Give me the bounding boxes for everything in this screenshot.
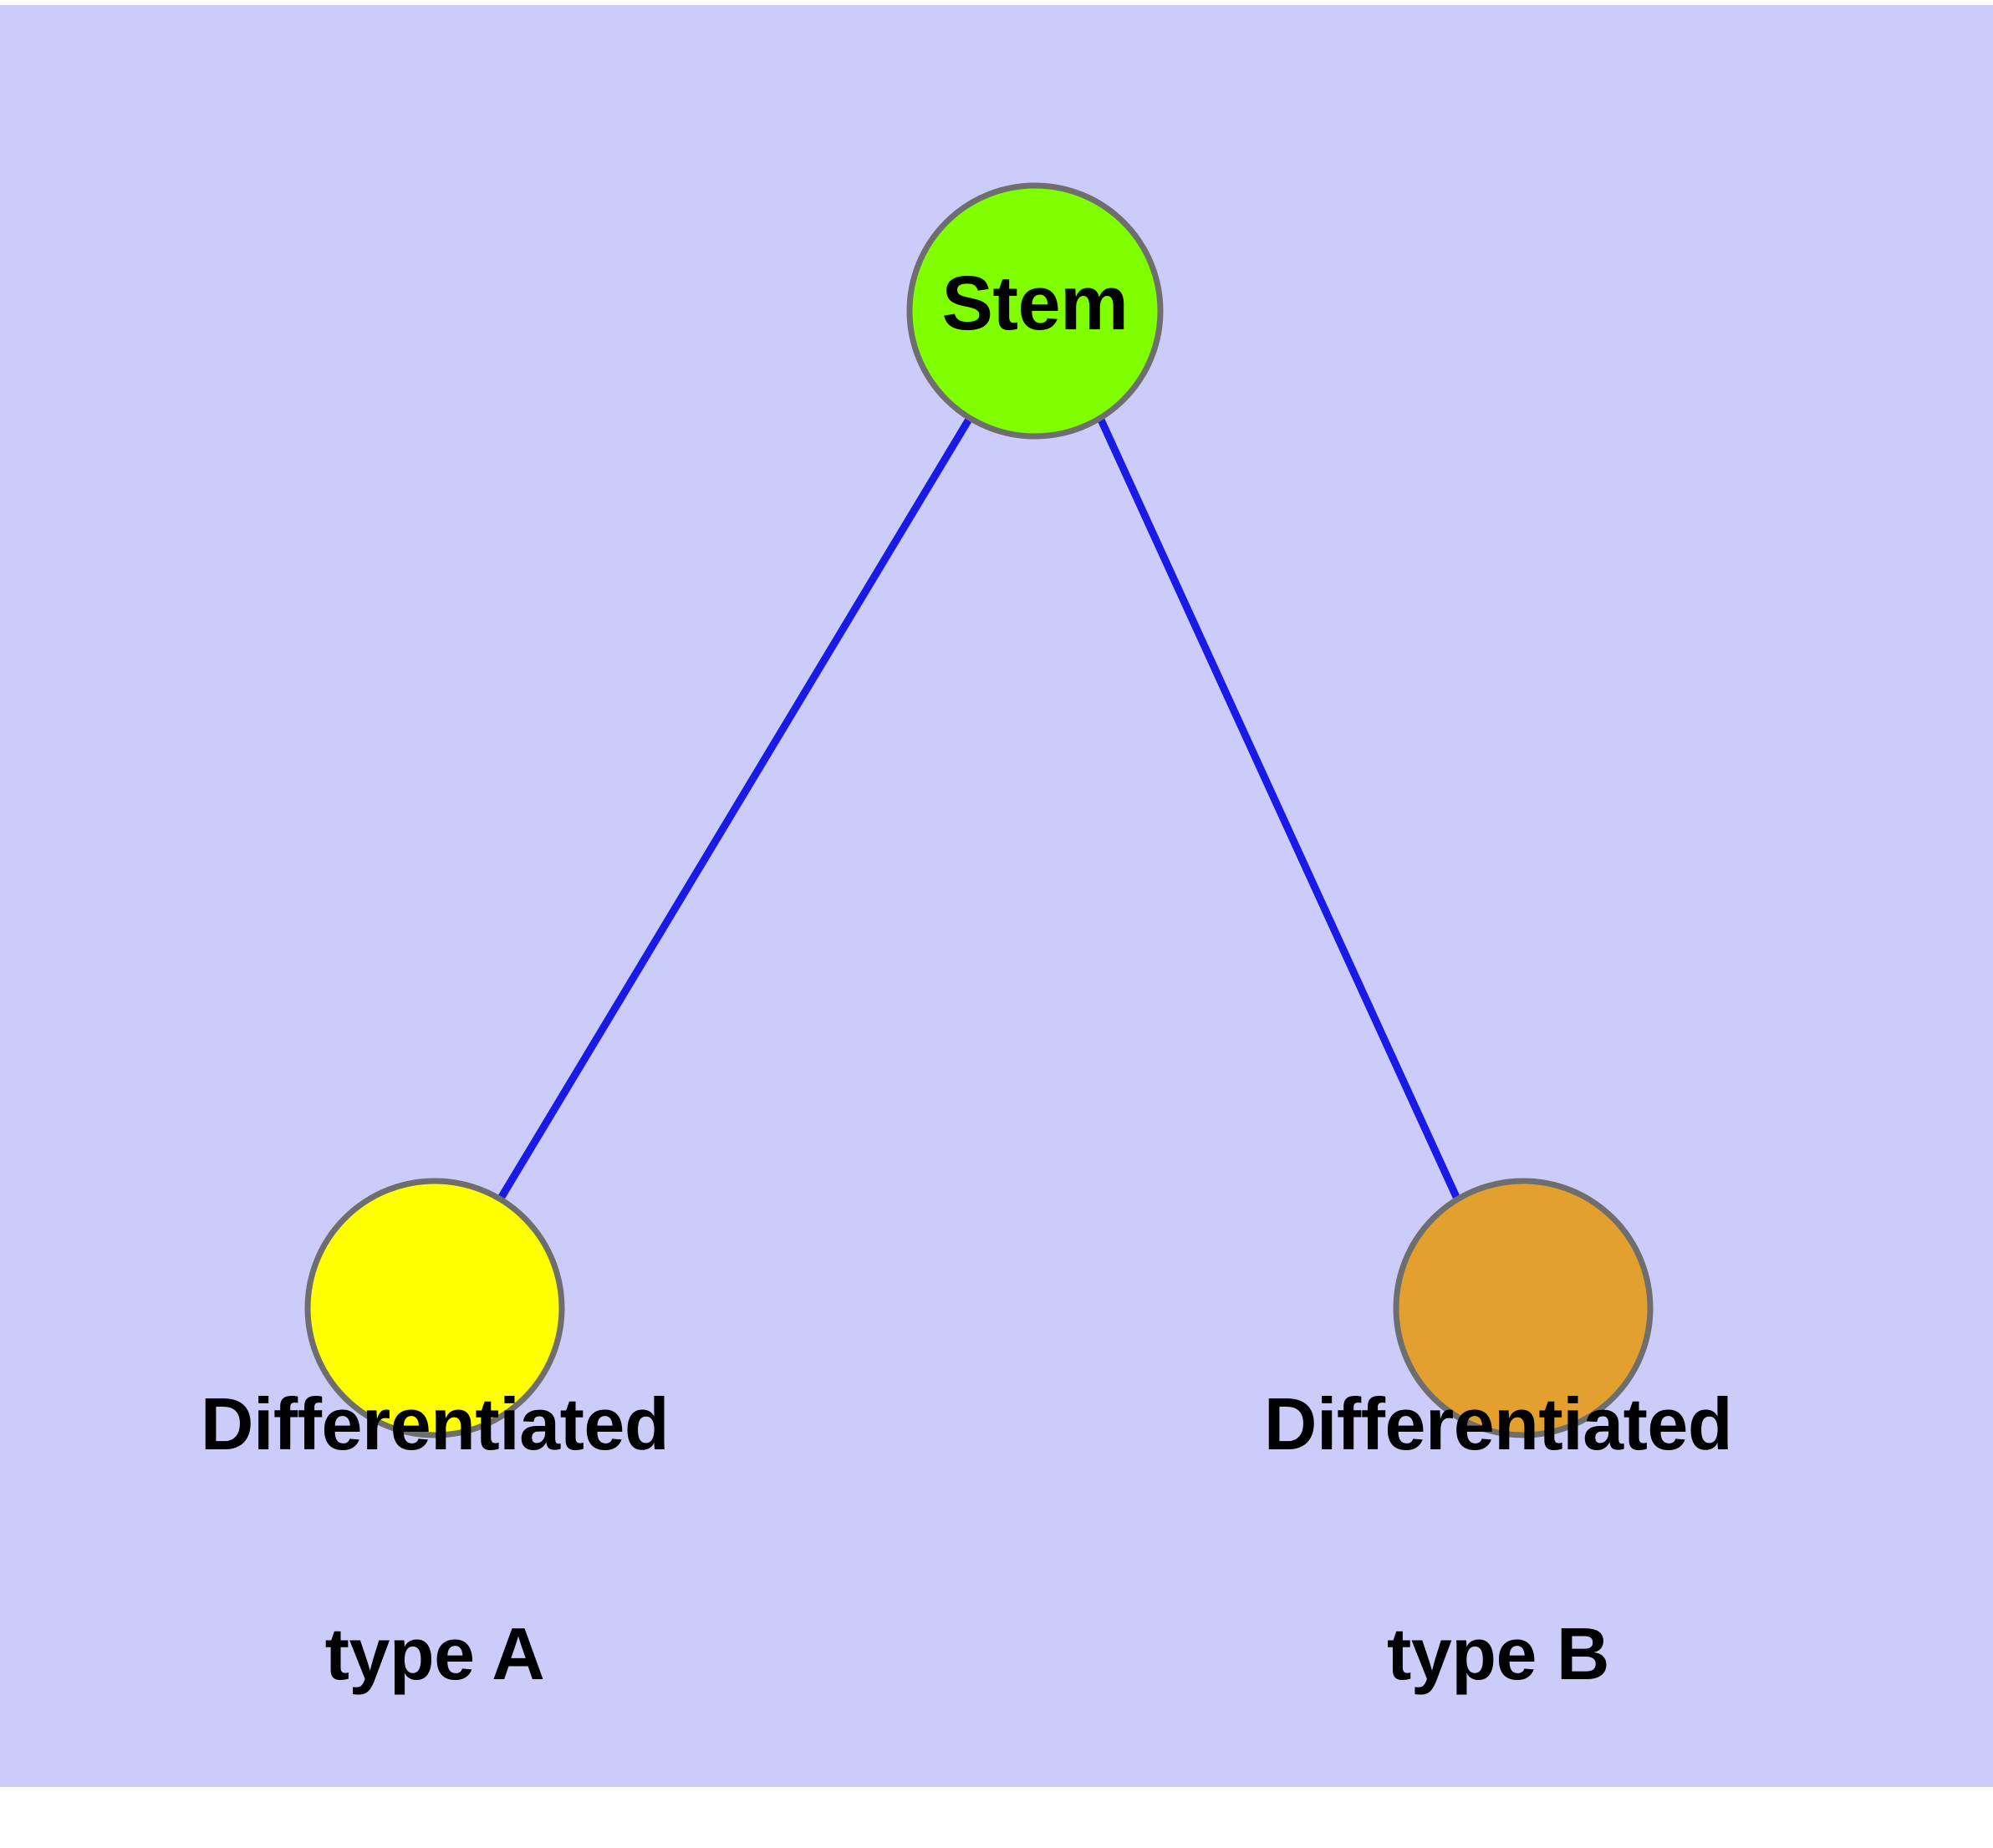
node-differentiated-type-b[interactable] [1393, 1178, 1654, 1438]
graph-svg [304, 182, 1654, 1438]
edge-stem-to-differentiated-type-b[interactable] [1096, 416, 1460, 1199]
node-differentiated-type-a[interactable] [304, 1178, 565, 1438]
node-stem[interactable] [906, 182, 1164, 440]
edge-stem-to-differentiated-type-a[interactable] [498, 415, 973, 1199]
edge-layer [498, 415, 1460, 1199]
node-layer [304, 182, 1654, 1438]
diagram-canvas: Stem Differentiated type A Differentiate… [0, 5, 1993, 1787]
